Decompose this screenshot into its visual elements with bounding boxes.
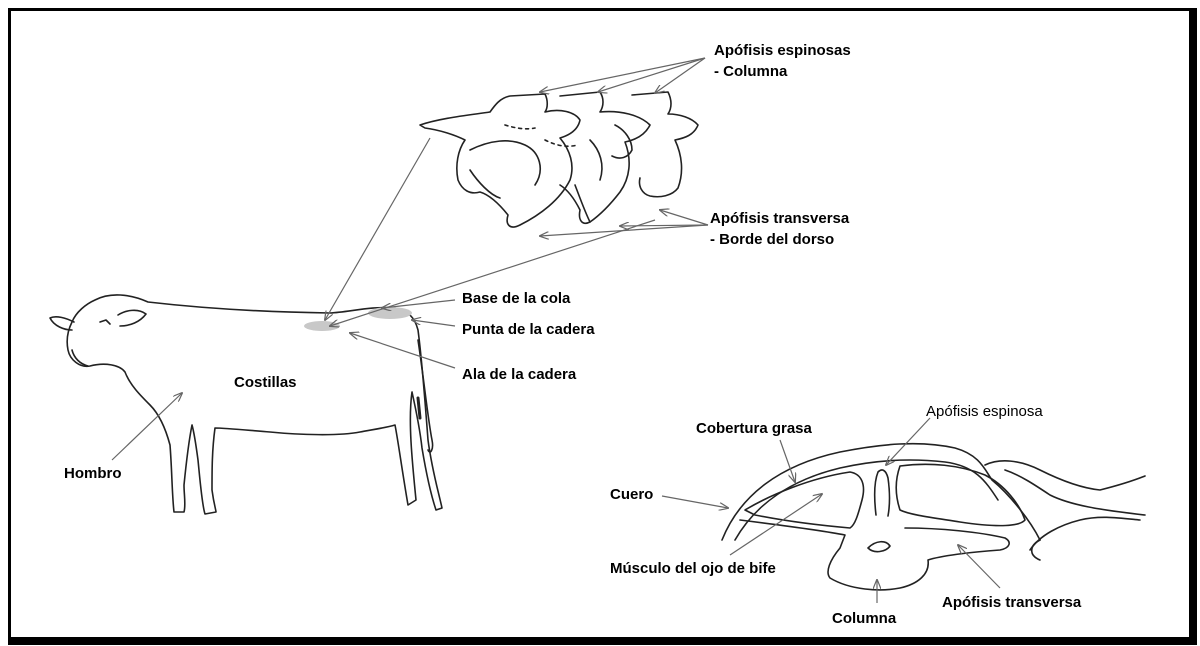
vertebra-right	[632, 92, 698, 197]
label-costillas: Costillas	[234, 374, 297, 392]
label-cobertura-grasa: Cobertura grasa	[696, 420, 812, 438]
label-base-cola: Base de la cola	[462, 290, 570, 308]
cow-eye	[100, 320, 110, 324]
cow-tail-tip	[418, 398, 420, 418]
label-ala-cadera: Ala de la cadera	[462, 366, 576, 384]
arrow-cobertura	[780, 440, 795, 482]
cow-muzzle	[72, 350, 88, 366]
vertebra-mid	[560, 92, 650, 223]
arrow-apofisis-espinosa	[886, 418, 930, 465]
label-apofisis-espinosa: Apófisis espinosa	[926, 403, 1043, 421]
vertebral-body-hole	[868, 542, 890, 552]
cow-ear-left	[50, 317, 74, 330]
vertebra-detail-1	[470, 141, 540, 185]
label-columna-sub: - Columna	[714, 63, 787, 81]
label-musculo-ojo-bife: Músculo del ojo de bife	[610, 560, 776, 578]
label-cuero: Cuero	[610, 486, 653, 504]
label-punta-cadera: Punta de la cadera	[462, 321, 595, 339]
cross-section-right-1	[985, 461, 1145, 490]
label-hombro: Hombro	[64, 465, 122, 483]
vertebra-left	[420, 94, 580, 227]
cross-section-right-2	[1005, 470, 1145, 515]
transverse-process	[740, 520, 1009, 590]
tail-base-highlight	[368, 307, 412, 319]
label-apofisis-transversa-cross: Apófisis transversa	[942, 594, 1081, 612]
hip-bone-highlight	[304, 321, 340, 331]
label-apofisis-transversa: Apófisis transversa	[710, 210, 849, 228]
cow-ear-right	[118, 310, 146, 326]
arrow-vertebra-to-hip	[325, 138, 430, 320]
arrow-cuero	[662, 496, 728, 508]
cross-section-right-4	[1032, 540, 1040, 560]
cross-section-drawing	[722, 444, 1145, 590]
spinous-process	[875, 470, 890, 516]
vertebrae-drawing	[420, 92, 698, 227]
vertebra-detail-2	[590, 140, 602, 180]
fat-cover-outline	[735, 460, 998, 540]
cow-body-outline	[67, 295, 442, 514]
arrow-espinosas-2	[598, 58, 705, 92]
label-apofisis-espinosas: Apófisis espinosas	[714, 42, 851, 60]
arrow-transversa-3	[660, 210, 708, 225]
label-borde-dorso: - Borde del dorso	[710, 231, 834, 249]
vertebra-detail-4	[505, 125, 535, 129]
loin-muscle-right	[896, 464, 1025, 525]
cross-section-right-3	[1030, 517, 1140, 550]
arrow-punta-cadera	[412, 320, 455, 326]
label-columna: Columna	[832, 610, 896, 628]
arrow-ala-cadera	[350, 333, 455, 368]
arrow-base-cola	[382, 300, 455, 308]
arrow-transversa-to-hip	[330, 220, 655, 326]
